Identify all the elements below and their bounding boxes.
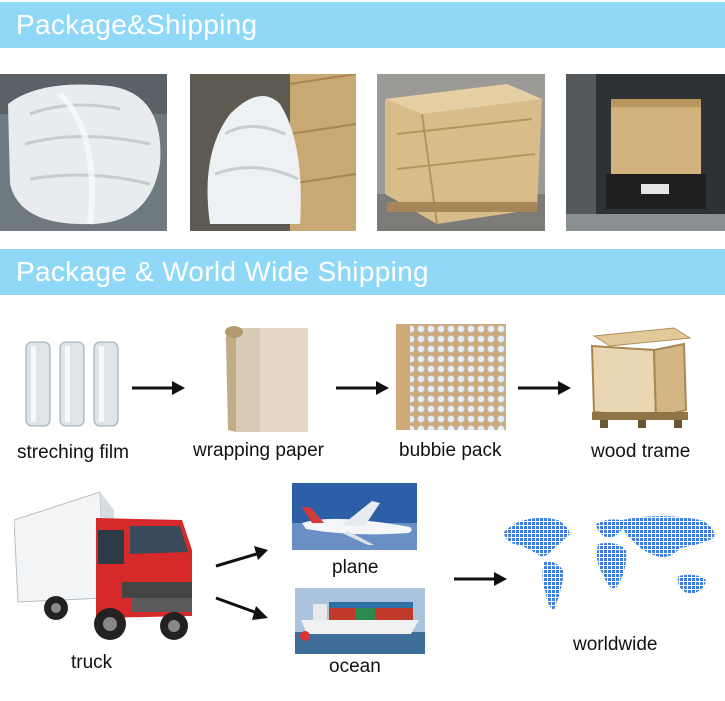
truck-image xyxy=(14,490,200,646)
bubble-pack-image xyxy=(396,324,506,430)
arrow-right-icon xyxy=(132,378,186,403)
wrapping-paper-image xyxy=(222,322,312,434)
plane-image xyxy=(292,483,417,550)
photo-wrapped-machine-crate xyxy=(190,74,356,231)
section-title: Package & World Wide Shipping xyxy=(16,256,429,287)
wood-frame-image xyxy=(584,326,694,430)
arrow-right-icon xyxy=(518,378,572,403)
worldwide-label: worldwide xyxy=(573,634,658,655)
header-banner-world-wide-shipping: Package & World Wide Shipping xyxy=(0,249,725,295)
truck-label: truck xyxy=(71,652,113,673)
arrow-down-right-icon xyxy=(214,594,270,629)
photo-wooden-crate xyxy=(377,74,545,231)
header-banner-package-shipping: Package&Shipping xyxy=(0,2,725,48)
plane-label: plane xyxy=(332,557,379,578)
arrow-right-icon xyxy=(454,569,508,594)
stretch-film-image xyxy=(22,336,124,432)
ocean-label: ocean xyxy=(329,656,381,677)
stretch-film-label: streching film xyxy=(17,442,129,463)
section-title: Package&Shipping xyxy=(16,9,258,40)
world-map-image xyxy=(500,510,722,618)
ocean-ship-image xyxy=(295,588,425,654)
bubble-pack-label: bubbie pack xyxy=(399,440,502,461)
photo-wrapped-machine xyxy=(0,74,167,231)
wrapping-paper-label: wrapping paper xyxy=(193,440,324,461)
photo-crate-in-container xyxy=(566,74,725,231)
arrow-up-right-icon xyxy=(214,546,270,575)
wood-frame-label: wood trame xyxy=(591,441,691,462)
arrow-right-icon xyxy=(336,378,390,403)
